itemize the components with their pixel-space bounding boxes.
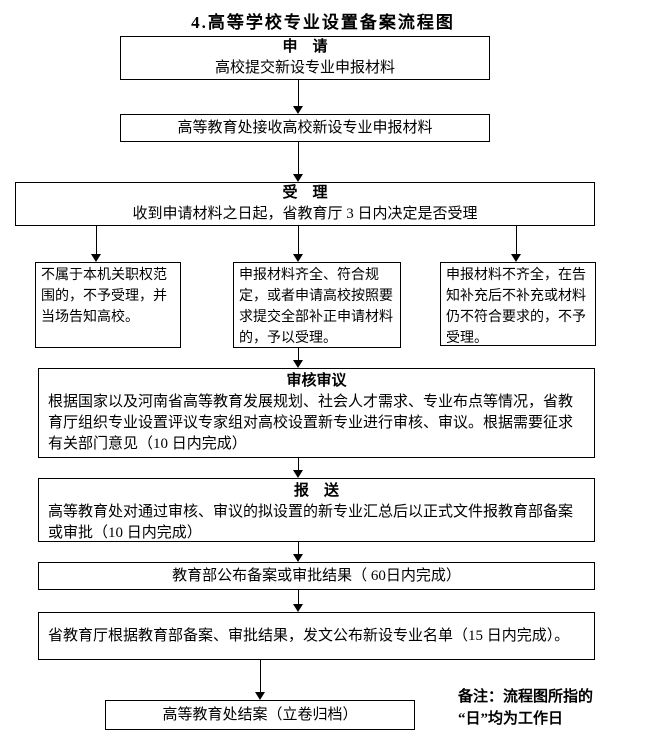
arrow-head-icon (293, 604, 303, 612)
arrow-shaft (297, 590, 299, 604)
arrow-shaft (95, 226, 97, 254)
flow-arrow-branch-right (511, 226, 521, 262)
flow-arrow-4 (293, 348, 303, 368)
node-moe-result: 教育部公布备案或审批结果（ 60日内完成） (38, 562, 595, 590)
flow-arrow-1 (293, 80, 303, 114)
arrow-head-icon (293, 554, 303, 562)
node-close-case-body: 高等教育处结案（立卷归档） (162, 706, 358, 723)
arrow-shaft (297, 348, 299, 360)
node-apply-body: 高校提交新设专业申报材料 (214, 60, 395, 76)
arrow-shaft (515, 226, 517, 254)
node-submit-heading: 报 送 (293, 483, 339, 499)
arrow-shaft (297, 542, 299, 554)
node-submit: 报 送 高等教育处对通过审核、审议的拟设置的新专业汇总后以正式文件报教育部备案或… (38, 478, 595, 542)
arrow-head-icon (293, 174, 303, 182)
node-apply-heading: 申 请 (282, 39, 328, 55)
arrow-head-icon (293, 106, 303, 114)
node-receive: 高等教育处接收高校新设专业申报材料 (120, 114, 490, 142)
flow-arrow-8 (255, 660, 265, 700)
arrow-head-icon (91, 254, 101, 262)
node-province-announce: 省教育厅根据教育部备案、审批结果，发文公布新设专业名单（15 日内完成）。 (38, 612, 595, 660)
arrow-head-icon (293, 254, 303, 262)
node-province-announce-body: 省教育厅根据教育部备案、审批结果，发文公布新设专业名单（15 日内完成）。 (48, 627, 570, 644)
node-submit-body: 高等教育处对通过审核、审议的拟设置的新专业汇总后以正式文件报教育部备案或审批（1… (48, 504, 574, 541)
note-line-2: “日”均为工作日 (458, 711, 564, 727)
arrow-head-icon (255, 692, 265, 700)
node-review: 审核审议 根据国家以及河南省高等教育发展规划、社会人才需求、专业布点等情况，省教… (38, 368, 595, 458)
flowchart-note: 备注：流程图所指的 “日”均为工作日 (458, 686, 638, 730)
flow-arrow-7 (293, 590, 303, 612)
flow-arrow-branch-middle (293, 226, 303, 262)
node-apply: 申 请 高校提交新设专业申报材料 (120, 36, 490, 80)
node-reject-incomplete: 申报材料不齐全，在告知补充后不补充或材料仍不符合要求的，不予受理。 (440, 262, 596, 346)
arrow-head-icon (511, 254, 521, 262)
arrow-shaft (297, 80, 299, 106)
note-line-1: 备注：流程图所指的 (458, 689, 594, 705)
node-accept-ok-body: 申报材料齐全、符合规定，或者申请高校按照要求提交全部补正申请材料的，予以受理。 (239, 268, 393, 346)
arrow-shaft (297, 142, 299, 174)
flow-arrow-branch-left (91, 226, 101, 262)
node-accept-ok: 申报材料齐全、符合规定，或者申请高校按照要求提交全部补正申请材料的，予以受理。 (233, 262, 401, 348)
arrow-shaft (297, 226, 299, 254)
flow-arrow-2 (293, 142, 303, 182)
node-review-body: 根据国家以及河南省高等教育发展规划、社会人才需求、专业布点等情况，省教育厅组织专… (48, 394, 574, 452)
node-reject-scope: 不属于本机关职权范围的，不予受理，并当场告知高校。 (35, 262, 181, 348)
arrow-shaft (259, 660, 261, 692)
arrow-head-icon (293, 470, 303, 478)
flow-arrow-6 (293, 542, 303, 562)
node-receive-body: 高等教育处接收高校新设专业申报材料 (177, 119, 433, 136)
node-reject-incomplete-body: 申报材料不齐全，在告知补充后不补充或材料仍不符合要求的，不予受理。 (446, 268, 586, 346)
arrow-shaft (297, 458, 299, 470)
node-moe-result-body: 教育部公布备案或审批结果（ 60日内完成） (172, 567, 461, 584)
node-accept-body: 收到申请材料之日起，省教育厅 3 日内决定是否受理 (132, 206, 478, 222)
node-review-heading: 审核审议 (286, 373, 347, 389)
page-title: 4.高等学校专业设置备案流程图 (191, 13, 455, 32)
node-close-case: 高等教育处结案（立卷归档） (105, 700, 415, 730)
flow-arrow-5 (293, 458, 303, 478)
node-accept-heading: 受 理 (282, 185, 328, 201)
arrow-head-icon (293, 360, 303, 368)
node-reject-scope-body: 不属于本机关职权范围的，不予受理，并当场告知高校。 (41, 268, 167, 325)
node-accept: 受 理 收到申请材料之日起，省教育厅 3 日内决定是否受理 (15, 182, 595, 226)
